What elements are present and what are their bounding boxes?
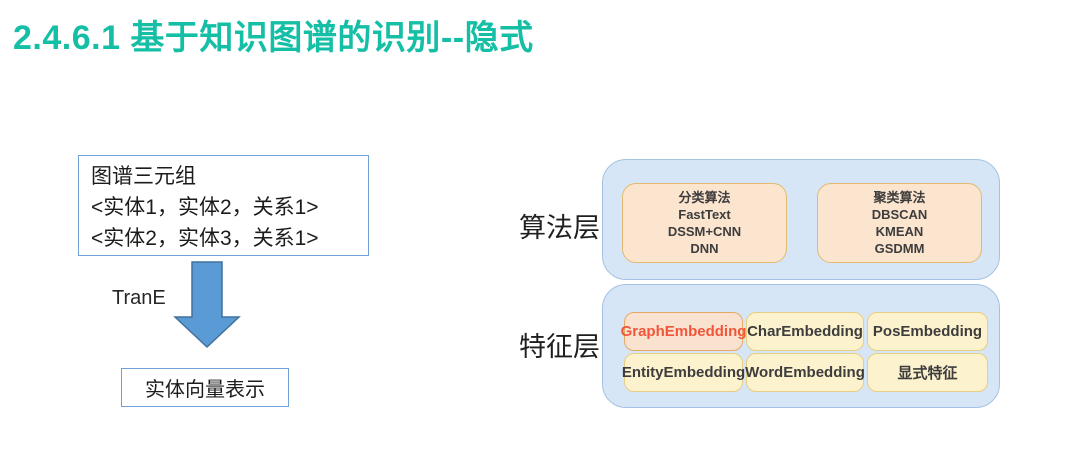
algo-item: KMEAN [875,224,924,239]
down-arrow-icon [173,261,241,349]
algo-item: GSDMM [874,241,925,256]
feature-grid: GraphEmbedding CharEmbedding PosEmbeddin… [621,312,988,392]
triple-box-title: 图谱三元组 [91,165,196,188]
triple-line-2: <实体2，实体3，关系1> [91,227,319,250]
feature-cell-pos-embedding: PosEmbedding [867,312,988,351]
clustering-box-title: 聚类算法 [873,190,926,205]
classification-algorithms-box: 分类算法 FastText DSSM+CNN DNN [622,183,787,263]
feature-cell-entity-embedding: EntityEmbedding [622,353,745,392]
algo-item: DSSM+CNN [667,224,742,239]
algo-item: DBSCAN [871,207,928,222]
classification-box-title: 分类算法 [678,190,731,205]
algo-item: FastText [678,207,731,222]
triple-box: 图谱三元组 <实体1，实体2，关系1> <实体2，实体3，关系1> [78,155,369,256]
algorithm-layer-container: 分类算法 FastText DSSM+CNN DNN 聚类算法 DBSCAN K… [602,159,1000,280]
triple-line-1: <实体1，实体2，关系1> [91,196,319,219]
feature-layer-label: 特征层 [519,332,600,362]
feature-cell-graph-embedding: GraphEmbedding [621,312,746,351]
page-title: 2.4.6.1 基于知识图谱的识别--隐式 [13,19,534,57]
result-box: 实体向量表示 [121,368,289,407]
algo-item: DNN [690,241,719,256]
feature-cell-char-embedding: CharEmbedding [746,312,864,351]
feature-layer-container: GraphEmbedding CharEmbedding PosEmbeddin… [602,284,1000,408]
algorithm-layer-label: 算法层 [519,213,600,243]
trane-label: TranE [112,287,166,309]
clustering-algorithms-box: 聚类算法 DBSCAN KMEAN GSDMM [817,183,982,263]
feature-cell-explicit-features: 显式特征 [867,353,988,392]
feature-cell-word-embedding: WordEmbedding [745,353,865,392]
